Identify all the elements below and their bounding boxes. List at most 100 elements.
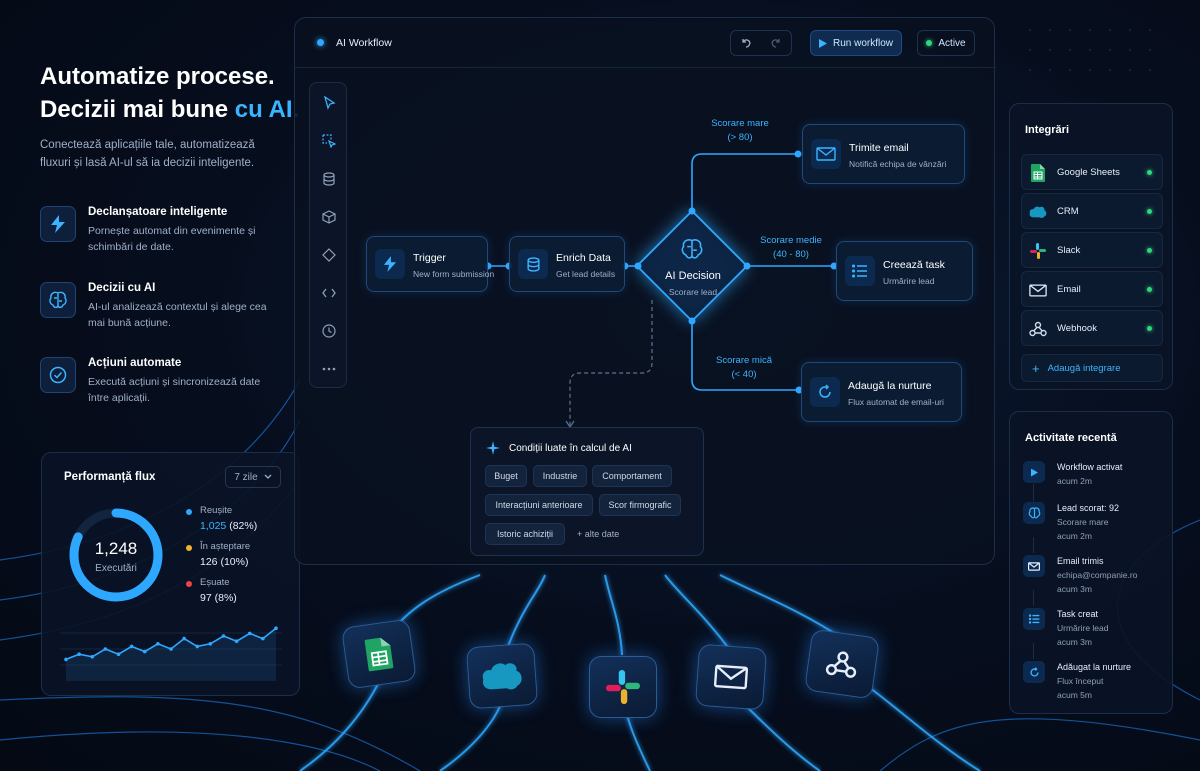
node-title: Adaugă la nurture: [848, 380, 932, 392]
add-integration-label: Adaugă integrare: [1047, 362, 1121, 374]
condition-chip[interactable]: Interacțiuni anterioare: [485, 494, 593, 516]
stat-percent: (8%): [214, 592, 237, 604]
sparkline-point: [208, 642, 213, 646]
condition-chip[interactable]: Istoric achiziții: [485, 523, 565, 545]
period-value: 7 zile: [234, 471, 258, 483]
mail-icon: [811, 139, 841, 169]
edge-label-high: Scorare mare (> 80): [695, 117, 785, 145]
donut-success-arc: [69, 508, 163, 602]
node-subtitle: Notifică echipa de vânzări: [849, 159, 947, 169]
more-tools[interactable]: [319, 359, 339, 379]
schedule-tool[interactable]: [319, 321, 339, 341]
sparkline-point: [182, 636, 186, 641]
hero-title-line2: Decizii mai bune cu AI.: [40, 93, 299, 126]
period-select[interactable]: 7 zile: [225, 466, 281, 488]
tile-email[interactable]: [694, 643, 768, 711]
undo-icon[interactable]: [740, 37, 752, 49]
tile-crm[interactable]: [465, 642, 539, 710]
node-subtitle: Flux automat de email-uri: [848, 397, 944, 407]
integration-slack[interactable]: Slack: [1021, 232, 1163, 268]
edge-label-line: (< 40): [731, 369, 757, 380]
hero-title-line1: Automatize procese.: [40, 63, 275, 90]
trigger-node[interactable]: Trigger New form submission: [366, 236, 494, 292]
clock-icon: [322, 324, 336, 338]
redo-icon[interactable]: [770, 37, 782, 49]
integration-email[interactable]: Email: [1021, 271, 1163, 307]
condition-tool[interactable]: [319, 245, 339, 265]
activity-time: acum 3m: [1057, 584, 1092, 594]
status-dot: [186, 581, 192, 587]
stat-label: Reușite: [200, 505, 233, 516]
feature-ai-decisions: Decizii cu AI AI-ul analizează contextul…: [40, 282, 280, 332]
check-circle-icon: [40, 357, 76, 393]
activity-time: acum 3m: [1057, 637, 1092, 647]
tile-google-sheets[interactable]: [341, 618, 417, 690]
active-status-badge: Active: [917, 30, 975, 56]
node-title: Enrich Data: [556, 252, 611, 264]
edge-label-line: (40 - 80): [773, 249, 809, 260]
performance-title: Performanță flux: [64, 471, 156, 483]
select-tool[interactable]: [319, 93, 339, 113]
activity-item[interactable]: Email trimis echipa@companie.ro acum 3m: [1023, 555, 1165, 603]
integration-webhook[interactable]: Webhook: [1021, 310, 1163, 346]
code-tool[interactable]: [319, 283, 339, 303]
cube-icon: [322, 210, 336, 224]
node-subtitle: Urmărire lead: [883, 276, 935, 286]
stat-value: 97 (8%): [200, 592, 237, 604]
database-tool[interactable]: [319, 169, 339, 189]
condition-chip[interactable]: Industrie: [533, 465, 587, 487]
tool-rail: [309, 82, 347, 388]
conditions-title: Condiții luate în calcul de AI: [509, 443, 632, 454]
undo-redo-group: [730, 30, 792, 56]
condition-chip[interactable]: Buget: [485, 465, 527, 487]
sparkline-point: [195, 644, 200, 649]
sparkline-point: [142, 649, 147, 654]
activity-item[interactable]: Workflow activat acum 2m: [1023, 461, 1165, 509]
create-task-node[interactable]: Creează task Urmărire lead: [836, 241, 973, 301]
activity-time: acum 5m: [1057, 690, 1092, 700]
send-email-node[interactable]: Trimite email Notifică echipa de vânzări: [802, 124, 965, 184]
node-title: Trigger: [413, 252, 446, 264]
chevron-down-icon: [264, 474, 272, 479]
timeline-connector: [1033, 537, 1034, 553]
ai-decision-title[interactable]: AI Decision: [665, 270, 721, 282]
more-data-link[interactable]: + alte date: [577, 529, 620, 539]
activity-detail: Scorare mare: [1057, 517, 1109, 527]
feature-desc: Pornește automat din evenimente și schim…: [88, 225, 256, 253]
condition-chip[interactable]: Scor firmografic: [599, 494, 681, 516]
add-integration-button[interactable]: + Adaugă integrare: [1021, 354, 1163, 382]
activity-item[interactable]: Adăugat la nurture Flux început acum 5m: [1023, 661, 1165, 709]
webhook-icon: [1029, 320, 1047, 338]
enrich-data-node[interactable]: Enrich Data Get lead details: [509, 236, 625, 292]
sparkline-point: [247, 631, 252, 636]
tile-webhook[interactable]: [804, 628, 880, 700]
run-workflow-button[interactable]: Run workflow: [810, 30, 902, 56]
google-sheets-icon: [1029, 164, 1047, 182]
select-box-tool[interactable]: [319, 131, 339, 151]
sparkle-icon: [486, 441, 500, 455]
integration-crm[interactable]: CRM: [1021, 193, 1163, 229]
feature-smart-triggers: Declanșatoare inteligente Pornește autom…: [40, 206, 280, 256]
integration-name: Email: [1057, 284, 1081, 295]
activity-detail: Flux început: [1057, 676, 1104, 686]
performance-card: Performanță flux 7 zile 1,248 Executări …: [41, 452, 300, 696]
edge-label-low: Scorare mică (< 40): [699, 354, 789, 382]
activity-item[interactable]: Task creat Urmărire lead acum 3m: [1023, 608, 1165, 656]
sparkline-point: [90, 655, 95, 659]
sparkline-point: [103, 647, 108, 651]
cursor-icon: [323, 96, 336, 110]
list-icon: [845, 256, 875, 286]
integration-name: Webhook: [1057, 323, 1097, 334]
stat-label: Eșuate: [200, 577, 230, 588]
activity-title: Activitate recentă: [1025, 432, 1117, 444]
sparkline-point: [116, 652, 121, 656]
package-tool[interactable]: [319, 207, 339, 227]
hero-subtitle: Conectează aplicațiile tale, automatizea…: [40, 139, 255, 169]
add-to-nurture-node[interactable]: Adaugă la nurture Flux automat de email-…: [801, 362, 962, 422]
database-icon: [323, 172, 335, 186]
sparkline-point: [156, 642, 160, 646]
condition-chip[interactable]: Comportament: [592, 465, 672, 487]
integration-google-sheets[interactable]: Google Sheets: [1021, 154, 1163, 190]
activity-item[interactable]: Lead scorat: 92 Scorare mare acum 2m: [1023, 502, 1165, 550]
tile-slack[interactable]: [589, 656, 657, 718]
